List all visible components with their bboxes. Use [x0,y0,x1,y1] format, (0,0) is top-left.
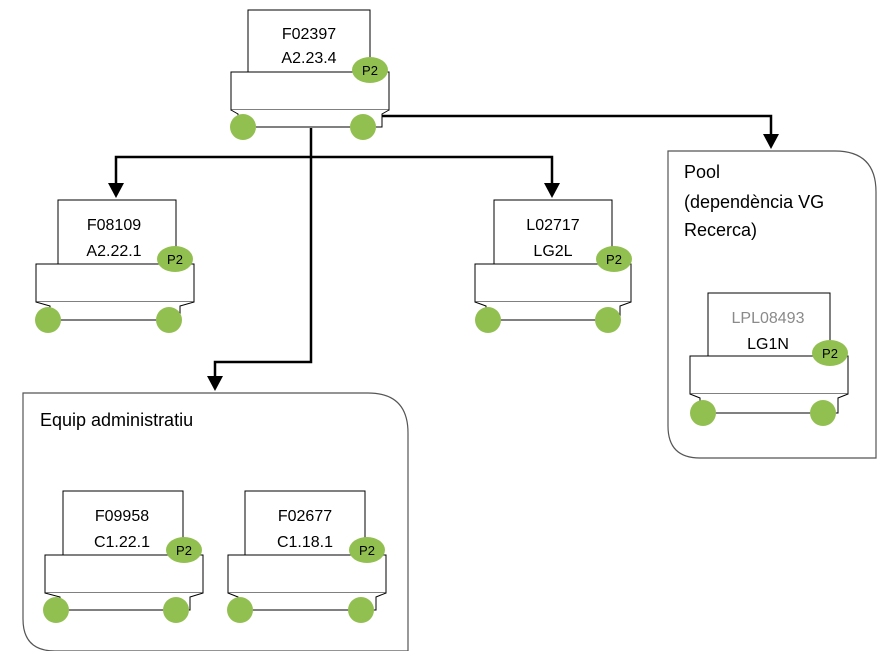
admin-group-box [22,392,409,651]
arrowhead-admin [207,376,223,391]
printer-mid: L02717 LG2L P2 [474,199,632,333]
priority-badge-label: P2 [362,63,378,78]
printer-wheel-right [163,597,189,623]
printer-wheel-left [43,597,69,623]
arrowhead-pool [763,134,779,149]
printer-code: LPL08493 [732,310,805,327]
printer-location: C1.18.1 [277,534,333,551]
printer-code: F02677 [278,508,332,525]
priority-badge [157,246,193,272]
arrowheads [108,134,779,391]
connectors [114,114,773,378]
printer-admin-1: F09958 C1.22.1 P2 [43,490,204,623]
printer-root: F02397 A2.23.4 P2 [230,9,390,140]
printer-tray [35,301,195,321]
printer-wheel-right [348,597,374,623]
printer-tray [44,592,204,611]
printer-wheel-left [227,597,253,623]
printer-paper [57,199,177,265]
printer-wheel-left [690,400,716,426]
printer-wheel-right [156,307,182,333]
printer-paper [62,490,184,556]
printer-code: F09958 [95,508,149,525]
printer-tray [227,592,387,611]
pool-group-title: Pool (dependència VG Recerca) [684,162,829,240]
printer-location: LG1N [747,336,789,353]
admin-group-title: Equip administratiu [40,410,193,430]
printer-code: L02717 [526,217,579,234]
printer-wheel-left [35,307,61,333]
connector-root-pool [376,114,773,138]
priority-badge-label: P2 [359,543,375,558]
pool-group-box [667,150,877,459]
printer-paper [707,292,831,357]
printer-paper [493,199,613,265]
printer-location: C1.22.1 [94,534,150,551]
printer-left: F08109 A2.22.1 P2 [35,199,195,333]
printer-admin-2: F02677 C1.18.1 P2 [227,490,387,623]
printer-location: A2.22.1 [86,243,141,260]
priority-badge-label: P2 [176,543,192,558]
priority-badge [812,340,848,366]
printer-wheel-right [595,307,621,333]
printer-paper [247,9,371,74]
priority-badge-label: P2 [822,346,838,361]
printer-location: A2.23.4 [281,50,336,67]
printer-pool: LPL08493 LG1N P2 [689,292,849,426]
printer-location: LG2L [533,243,572,260]
arrowhead-mid [544,183,560,198]
printer-code: F08109 [87,217,141,234]
priority-badge [596,246,632,272]
printer-tray [230,109,390,128]
priority-badge [352,57,388,83]
priority-badge-label: P2 [167,252,183,267]
printer-wheel-left [475,307,501,333]
printer-tray [689,393,849,414]
priority-badge-label: P2 [606,252,622,267]
connector-root-branches [114,155,554,183]
printer-tray [474,301,632,321]
printer-wheel-right [350,114,376,140]
priority-badge [166,537,202,563]
arrowhead-left [108,183,124,198]
printer-paper [244,490,366,556]
printer-wheel-right [810,400,836,426]
connector-root-admin [213,128,313,378]
printer-wheel-left [230,114,256,140]
priority-badge [349,537,385,563]
printer-code: F02397 [282,26,336,43]
